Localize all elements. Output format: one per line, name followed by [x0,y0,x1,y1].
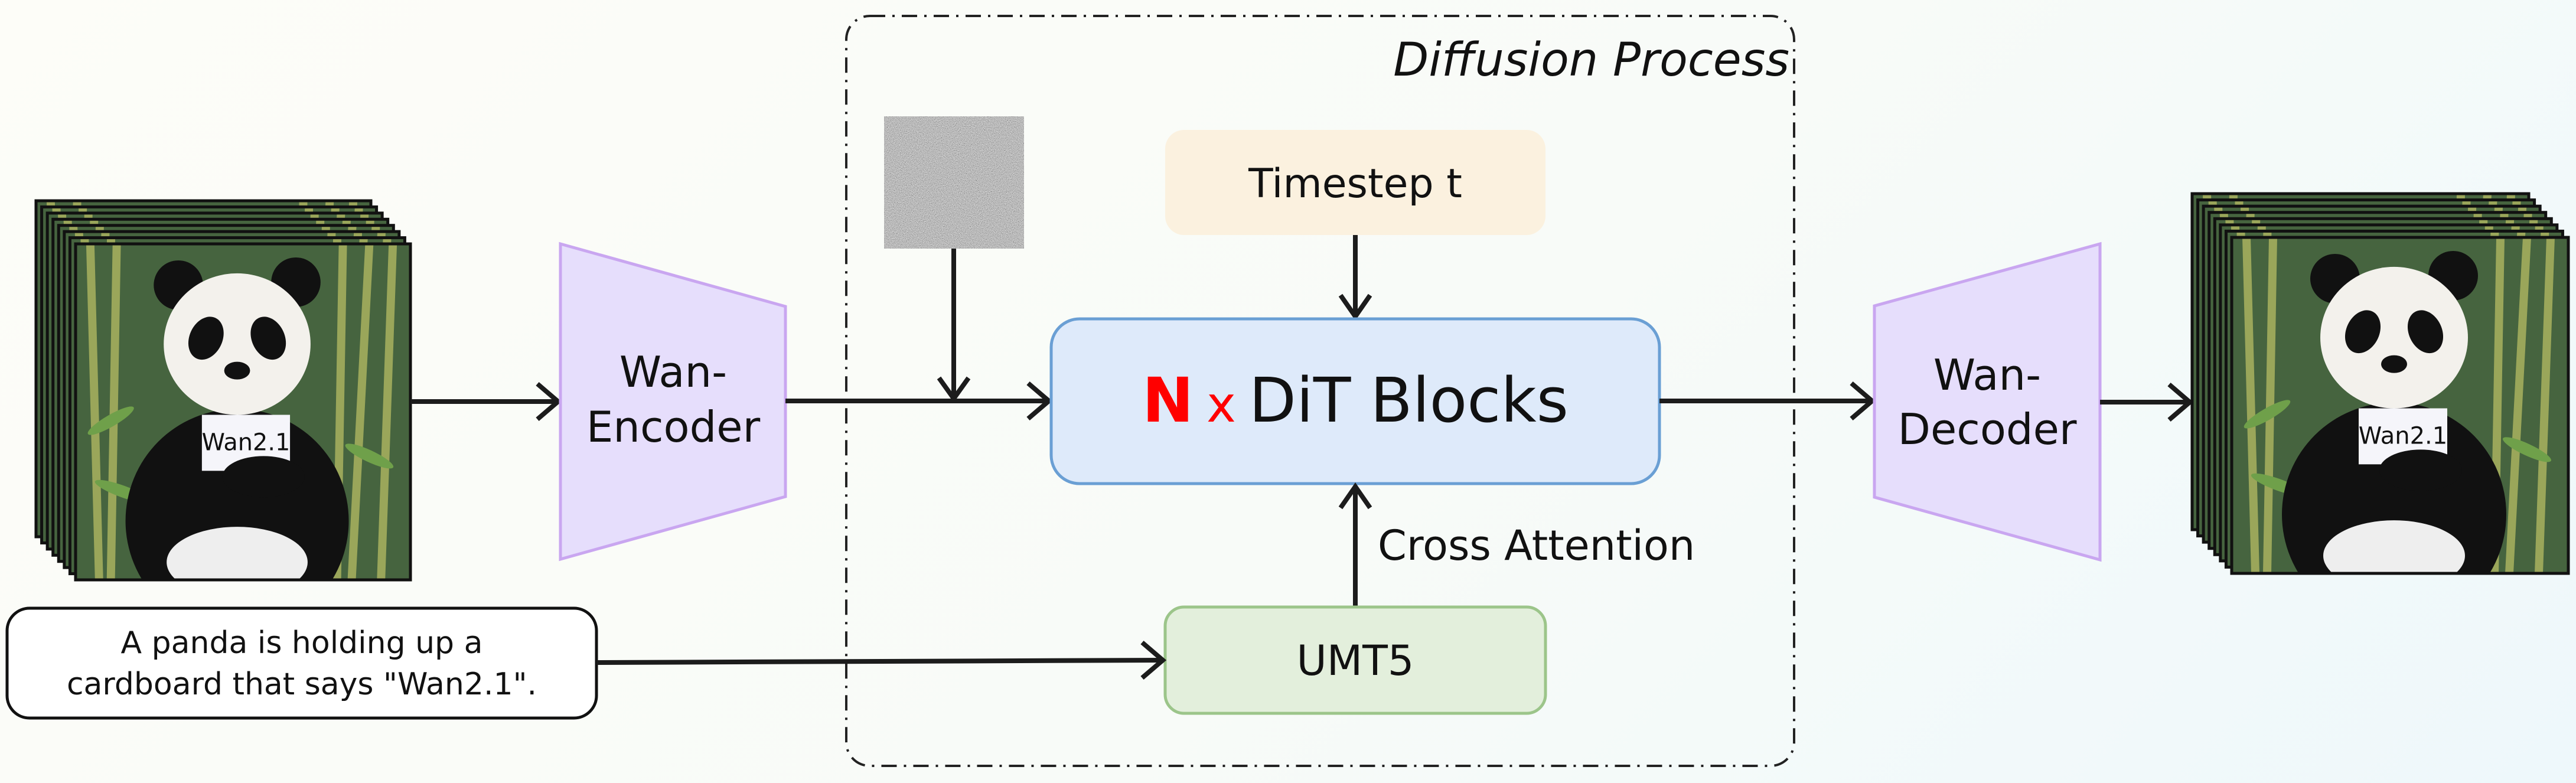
input-video-frames [34,199,412,633]
decoder-trapezoid [1873,242,2102,562]
dit-times-symbol: x [1207,376,1236,433]
arrow-noise-to-main [937,249,971,403]
input-video-frame [76,244,410,633]
umt5-label: UMT5 [1297,637,1414,685]
diffusion-process-region [845,15,1795,767]
dit-label: DiT Blocks [1249,364,1569,436]
encoder-label-line2: Encoder [586,402,761,452]
arrow-video-to-encoder [410,381,562,422]
timestep-label: Timestep t [1248,161,1462,207]
prompt-line2: cardboard that says "Wan2.1". [67,667,537,702]
text-prompt-box: A panda is holding up a cardboard that s… [5,606,598,720]
cross-attention-label: Cross Attention [1378,521,1695,570]
wan-decoder: Wan- Decoder [1873,242,2102,562]
output-video-frame [2232,237,2568,627]
encoder-label-line1: Wan- [619,347,727,397]
arrow-timestep-to-dit [1338,235,1372,321]
timestep-box: Timestep t [1165,130,1545,235]
input-video-frame-border [74,242,412,582]
encoder-trapezoid [559,242,787,562]
arrow-umt5-to-dit [1338,482,1372,607]
arrow-dit-to-decoder [1659,381,1876,421]
wan-encoder: Wan- Encoder [559,242,787,562]
arrow-prompt-to-umt5 [596,640,1167,680]
decoder-label-line2: Decoder [1898,404,2077,454]
prompt-line1: A panda is holding up a [121,625,483,661]
umt5-box: UMT5 [1163,605,1547,715]
arrow-encoder-to-dit [785,381,1053,421]
diffusion-process-title: Diffusion Process [1393,34,1789,87]
arrow-decoder-to-video [2100,382,2194,422]
noise-latent-image [884,116,1024,249]
output-video-frame-border [2230,236,2570,575]
dit-n-multiplier: N [1142,364,1194,436]
decoder-label-line1: Wan- [1933,350,2041,400]
output-video-frames [2190,192,2570,627]
